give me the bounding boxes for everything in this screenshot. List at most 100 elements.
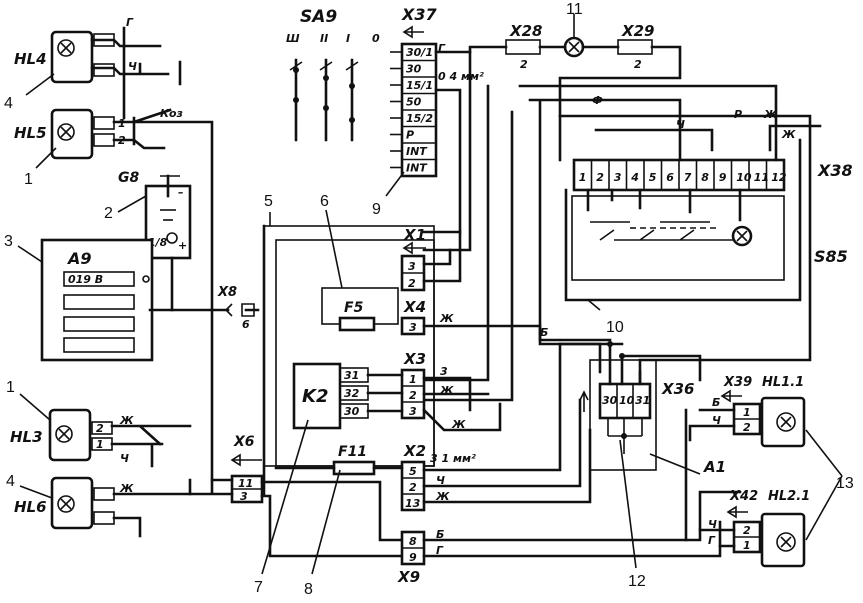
callout-1b: 1 xyxy=(6,379,15,396)
x3-mark: 3 xyxy=(440,365,448,378)
wire-mark-zh-5: Ж xyxy=(439,312,454,325)
connector-x3: X3 1 2 3 xyxy=(400,350,426,420)
label-x6: X6 xyxy=(233,434,255,450)
x38-pin-7: 7 xyxy=(684,171,692,184)
x2-pin-1: 5 xyxy=(409,465,417,478)
x37-pin-2: 30 xyxy=(406,63,422,76)
label-x29: X29 xyxy=(621,22,654,40)
label-hl11: HL1.1 xyxy=(762,375,804,390)
callout-5: 5 xyxy=(264,193,273,210)
svg-text:2: 2 xyxy=(118,134,126,147)
label-k2: K2 xyxy=(302,386,328,407)
sa9-pos-3: Ш xyxy=(286,32,300,45)
x2-wire-mark: 3 1 мм² xyxy=(430,452,476,465)
sa9-pos-0: 0 xyxy=(372,32,380,45)
wire-mark-ch-6: Ч xyxy=(708,518,717,531)
wire-mark-b: Б xyxy=(540,326,548,339)
x37-pin-4: 50 xyxy=(406,96,422,109)
svg-text:+: + xyxy=(178,239,187,252)
callout-4b: 4 xyxy=(6,473,15,490)
label-hl4: HL4 xyxy=(14,50,47,68)
k2-pin-30: 30 xyxy=(344,405,360,418)
x37-pin-7: INT xyxy=(406,145,428,158)
label-x28: X28 xyxy=(509,22,542,40)
x1-pin-2: 2 xyxy=(408,277,416,290)
svg-text:1: 1 xyxy=(96,438,104,451)
relay-k2: K2 31 32 30 xyxy=(292,362,369,430)
wire-mark-zh-8: Ж xyxy=(435,490,450,503)
wire-mark-zh-7: Ж xyxy=(451,418,466,431)
svg-text:1: 1 xyxy=(118,117,126,130)
wire-mark-ch-3: Ч xyxy=(676,118,685,131)
wire-mark-zh-4: Ж xyxy=(781,128,796,141)
x38-pin-6: 6 xyxy=(666,171,674,184)
label-f5: F5 xyxy=(344,300,364,316)
wire-mark-g-2: Г xyxy=(436,544,444,557)
callout-11: 11 xyxy=(566,1,583,18)
x2-pin-2: 2 xyxy=(409,481,417,494)
label-g8: G8 xyxy=(118,170,139,186)
label-x37: X37 xyxy=(401,5,437,24)
svg-text:–: – xyxy=(178,186,184,199)
wire-mark-f: Ф xyxy=(592,94,603,107)
x36-pin-3: 31 xyxy=(635,394,650,407)
label-hl3: HL3 xyxy=(10,428,43,446)
callout-1a: 1 xyxy=(24,171,33,188)
lamp-hl6: HL6 xyxy=(14,476,192,538)
wire-mark-zh-1: Ж xyxy=(119,414,134,427)
fuse-f5: F5 xyxy=(321,287,399,332)
x3-pin-2: 2 xyxy=(409,389,417,402)
x3-pin-3: 3 xyxy=(409,405,417,418)
x42-pin-1: 2 xyxy=(743,524,751,537)
label-x8: X8 xyxy=(217,285,237,300)
wire-mark-b-3: Б xyxy=(712,396,720,409)
lamp-11 xyxy=(563,36,585,58)
label-a1: A1 xyxy=(703,458,726,476)
label-s85: S85 xyxy=(814,247,848,266)
label-x1: X1 xyxy=(403,226,426,244)
x37-pin-6: P xyxy=(406,129,414,142)
x38-pin-10: 10 xyxy=(736,171,752,184)
lamp-hl11: X39 HL1.1 1 2 xyxy=(720,375,806,448)
x9-pin-1: 8 xyxy=(409,535,417,548)
connector-x6: X6 11 3 xyxy=(230,434,264,504)
x42-pin-2: 1 xyxy=(743,539,751,552)
x37-pin-3: 15/1 xyxy=(406,79,433,92)
callout-7: 7 xyxy=(254,579,263,596)
wire-mark-b-2: Б xyxy=(436,528,444,541)
svg-text:2: 2 xyxy=(96,422,104,435)
label-x4: X4 xyxy=(403,298,426,316)
k2-pin-32: 32 xyxy=(344,387,360,400)
connector-x9: 8 9 X9 xyxy=(397,530,426,586)
block-a9: 019 В A9 xyxy=(40,238,154,362)
svg-text:Г: Г xyxy=(438,42,446,55)
connector-x1: X1 3 2 xyxy=(400,226,426,292)
label-sa9: SA9 xyxy=(300,7,337,27)
x38-pin-4: 4 xyxy=(630,171,639,184)
x28-pin: 2 xyxy=(520,58,528,71)
x36-pin-1: 30 xyxy=(602,394,618,407)
x37-pin-1: 30/1 xyxy=(406,46,433,59)
callout-12: 12 xyxy=(628,573,646,590)
k2-pin-31: 31 xyxy=(344,369,359,382)
label-hl5: HL5 xyxy=(14,124,47,142)
callout-leaders xyxy=(17,14,843,575)
callout-4a: 4 xyxy=(4,95,13,112)
x4-pin: 3 xyxy=(409,321,417,334)
label-x36: X36 xyxy=(661,380,694,398)
wire-mark-zh-6: Ж xyxy=(439,384,454,397)
block-a1: 30 10 31 X36 A1 xyxy=(579,359,726,476)
callout-10: 10 xyxy=(606,319,624,336)
x36-pin-2: 10 xyxy=(619,394,635,407)
label-x39: X39 xyxy=(723,375,752,390)
x38-pin-3: 3 xyxy=(614,171,622,184)
x37-pin-5: 15/2 xyxy=(406,112,433,125)
x38-pin-12: 12 xyxy=(771,171,787,184)
wire-mark-zh-2: Ж xyxy=(119,482,134,495)
label-f11: F11 xyxy=(338,444,367,460)
x6-pin-2: 3 xyxy=(240,490,248,503)
x2-pin-3: 13 xyxy=(405,497,421,510)
sa9-pos-1: I xyxy=(346,32,350,45)
